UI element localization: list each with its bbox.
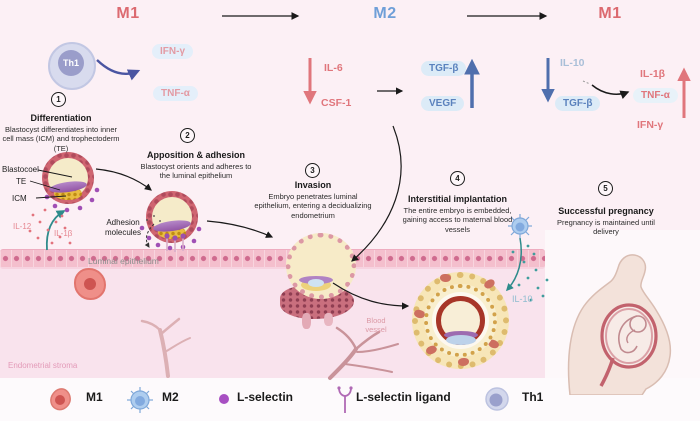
legend-l-selectin-icon	[219, 394, 229, 404]
stage1-title: Differentiation	[30, 113, 92, 123]
il12-label: IL-12	[13, 222, 32, 231]
luminal-epithelium-band	[0, 249, 545, 269]
il10-stage4-label: IL-10	[512, 294, 533, 304]
stage2-number: 2	[180, 128, 195, 143]
legend-l-selectin-ligand-label: L-selectin ligand	[356, 390, 451, 404]
il10-top-label: IL-10	[560, 57, 585, 69]
legend-th1-label: Th1	[522, 390, 544, 404]
stage2-text: Apposition & adhesion Blastocyst orients…	[135, 150, 257, 181]
tnf-alpha-left-badge: TNF-α	[153, 86, 198, 101]
il10-to-tnf-arrow	[591, 84, 630, 99]
m1-nucleus	[84, 278, 96, 290]
legend-m2-label: M2	[162, 390, 179, 404]
th1-cell-label: Th1	[58, 50, 84, 76]
il6-label: IL-6	[324, 62, 343, 74]
m1-macrophage-cell	[74, 268, 106, 300]
legend-m1-label: M1	[86, 390, 103, 404]
icm-label: ICM	[12, 194, 27, 203]
te-label: TE	[16, 177, 27, 186]
arrow-stage2-to-3	[206, 220, 274, 238]
blastocyst-stage1	[42, 152, 94, 204]
ifn-gamma-left-badge: IFN-γ	[152, 44, 193, 59]
csf1-label: CSF-1	[321, 97, 352, 109]
stage1-number: 1	[51, 92, 66, 107]
stage5-desc: Pregnancy is maintained until delivery	[557, 217, 655, 237]
legend-strip	[0, 378, 700, 421]
tnf-alpha-right-badge: TNF-α	[633, 88, 678, 103]
invading-embryo	[280, 233, 356, 329]
th1-cell: Th1	[48, 42, 96, 90]
implanted-embryo	[412, 272, 509, 369]
stage4-desc: The entire embryo is embedded, gaining a…	[402, 205, 513, 234]
stage3-text: Invasion Embryo penetrates luminal epith…	[252, 180, 374, 220]
blood-vessel-label: Blood vessel	[365, 316, 387, 334]
cavity-lens	[308, 279, 324, 287]
stage5-text: Successful pregnancy Pregnancy is mainta…	[545, 206, 667, 237]
stage4-text: Interstitial implantation The entire emb…	[395, 194, 520, 234]
stage4-number: 4	[450, 171, 465, 186]
endometrial-stroma-label: Endometrial stroma	[8, 361, 78, 370]
stage4-title: Interstitial implantation	[407, 194, 507, 204]
m2-title: M2	[373, 5, 397, 22]
stage2-desc: Blastocyst orients and adheres to the lu…	[140, 161, 252, 181]
dash-lead	[582, 80, 591, 85]
tgf-beta-m2-badge: TGF-β	[421, 61, 467, 76]
legend-l-selectin-label: L-selectin	[237, 390, 294, 404]
blood-patch	[458, 358, 469, 366]
yolk-sac	[446, 335, 476, 345]
blastocyst-stage2	[146, 191, 198, 243]
ifn-gamma-right-label: IFN-γ	[637, 119, 664, 131]
il1-beta-label: IL-1β	[54, 229, 73, 238]
stage1-text: Differentiation Blastocyst differentiate…	[0, 113, 122, 153]
red-cytokine-dots	[28, 208, 72, 245]
stage1-desc: Blastocyst differentiates into inner cel…	[2, 124, 120, 153]
adhesion-molecules-label: Adhesion molecules	[104, 218, 141, 237]
vegf-badge: VEGF	[421, 96, 465, 111]
il1-beta-right-label: IL-1β	[640, 68, 666, 80]
m1-title-left: M1	[116, 5, 140, 22]
m1-title-right: M1	[598, 5, 622, 22]
invasion-streak	[324, 313, 333, 326]
luminal-epithelium-label: Luminal epithelium	[88, 256, 159, 266]
stage5-number: 5	[598, 181, 613, 196]
stage3-number: 3	[305, 163, 320, 178]
stage3-title: Invasion	[294, 180, 332, 190]
stage3-desc: Embryo penetrates luminal epithelium, en…	[254, 191, 372, 220]
stage5-background	[545, 230, 700, 378]
blastocoel-label: Blastocoel	[2, 165, 39, 174]
tgf-beta-right-badge: TGF-β	[555, 96, 601, 111]
stage5-title: Successful pregnancy	[558, 206, 654, 216]
invasion-streak	[302, 313, 311, 329]
stage2-title: Apposition & adhesion	[147, 150, 245, 160]
th1-secretion-arrow	[96, 59, 141, 81]
